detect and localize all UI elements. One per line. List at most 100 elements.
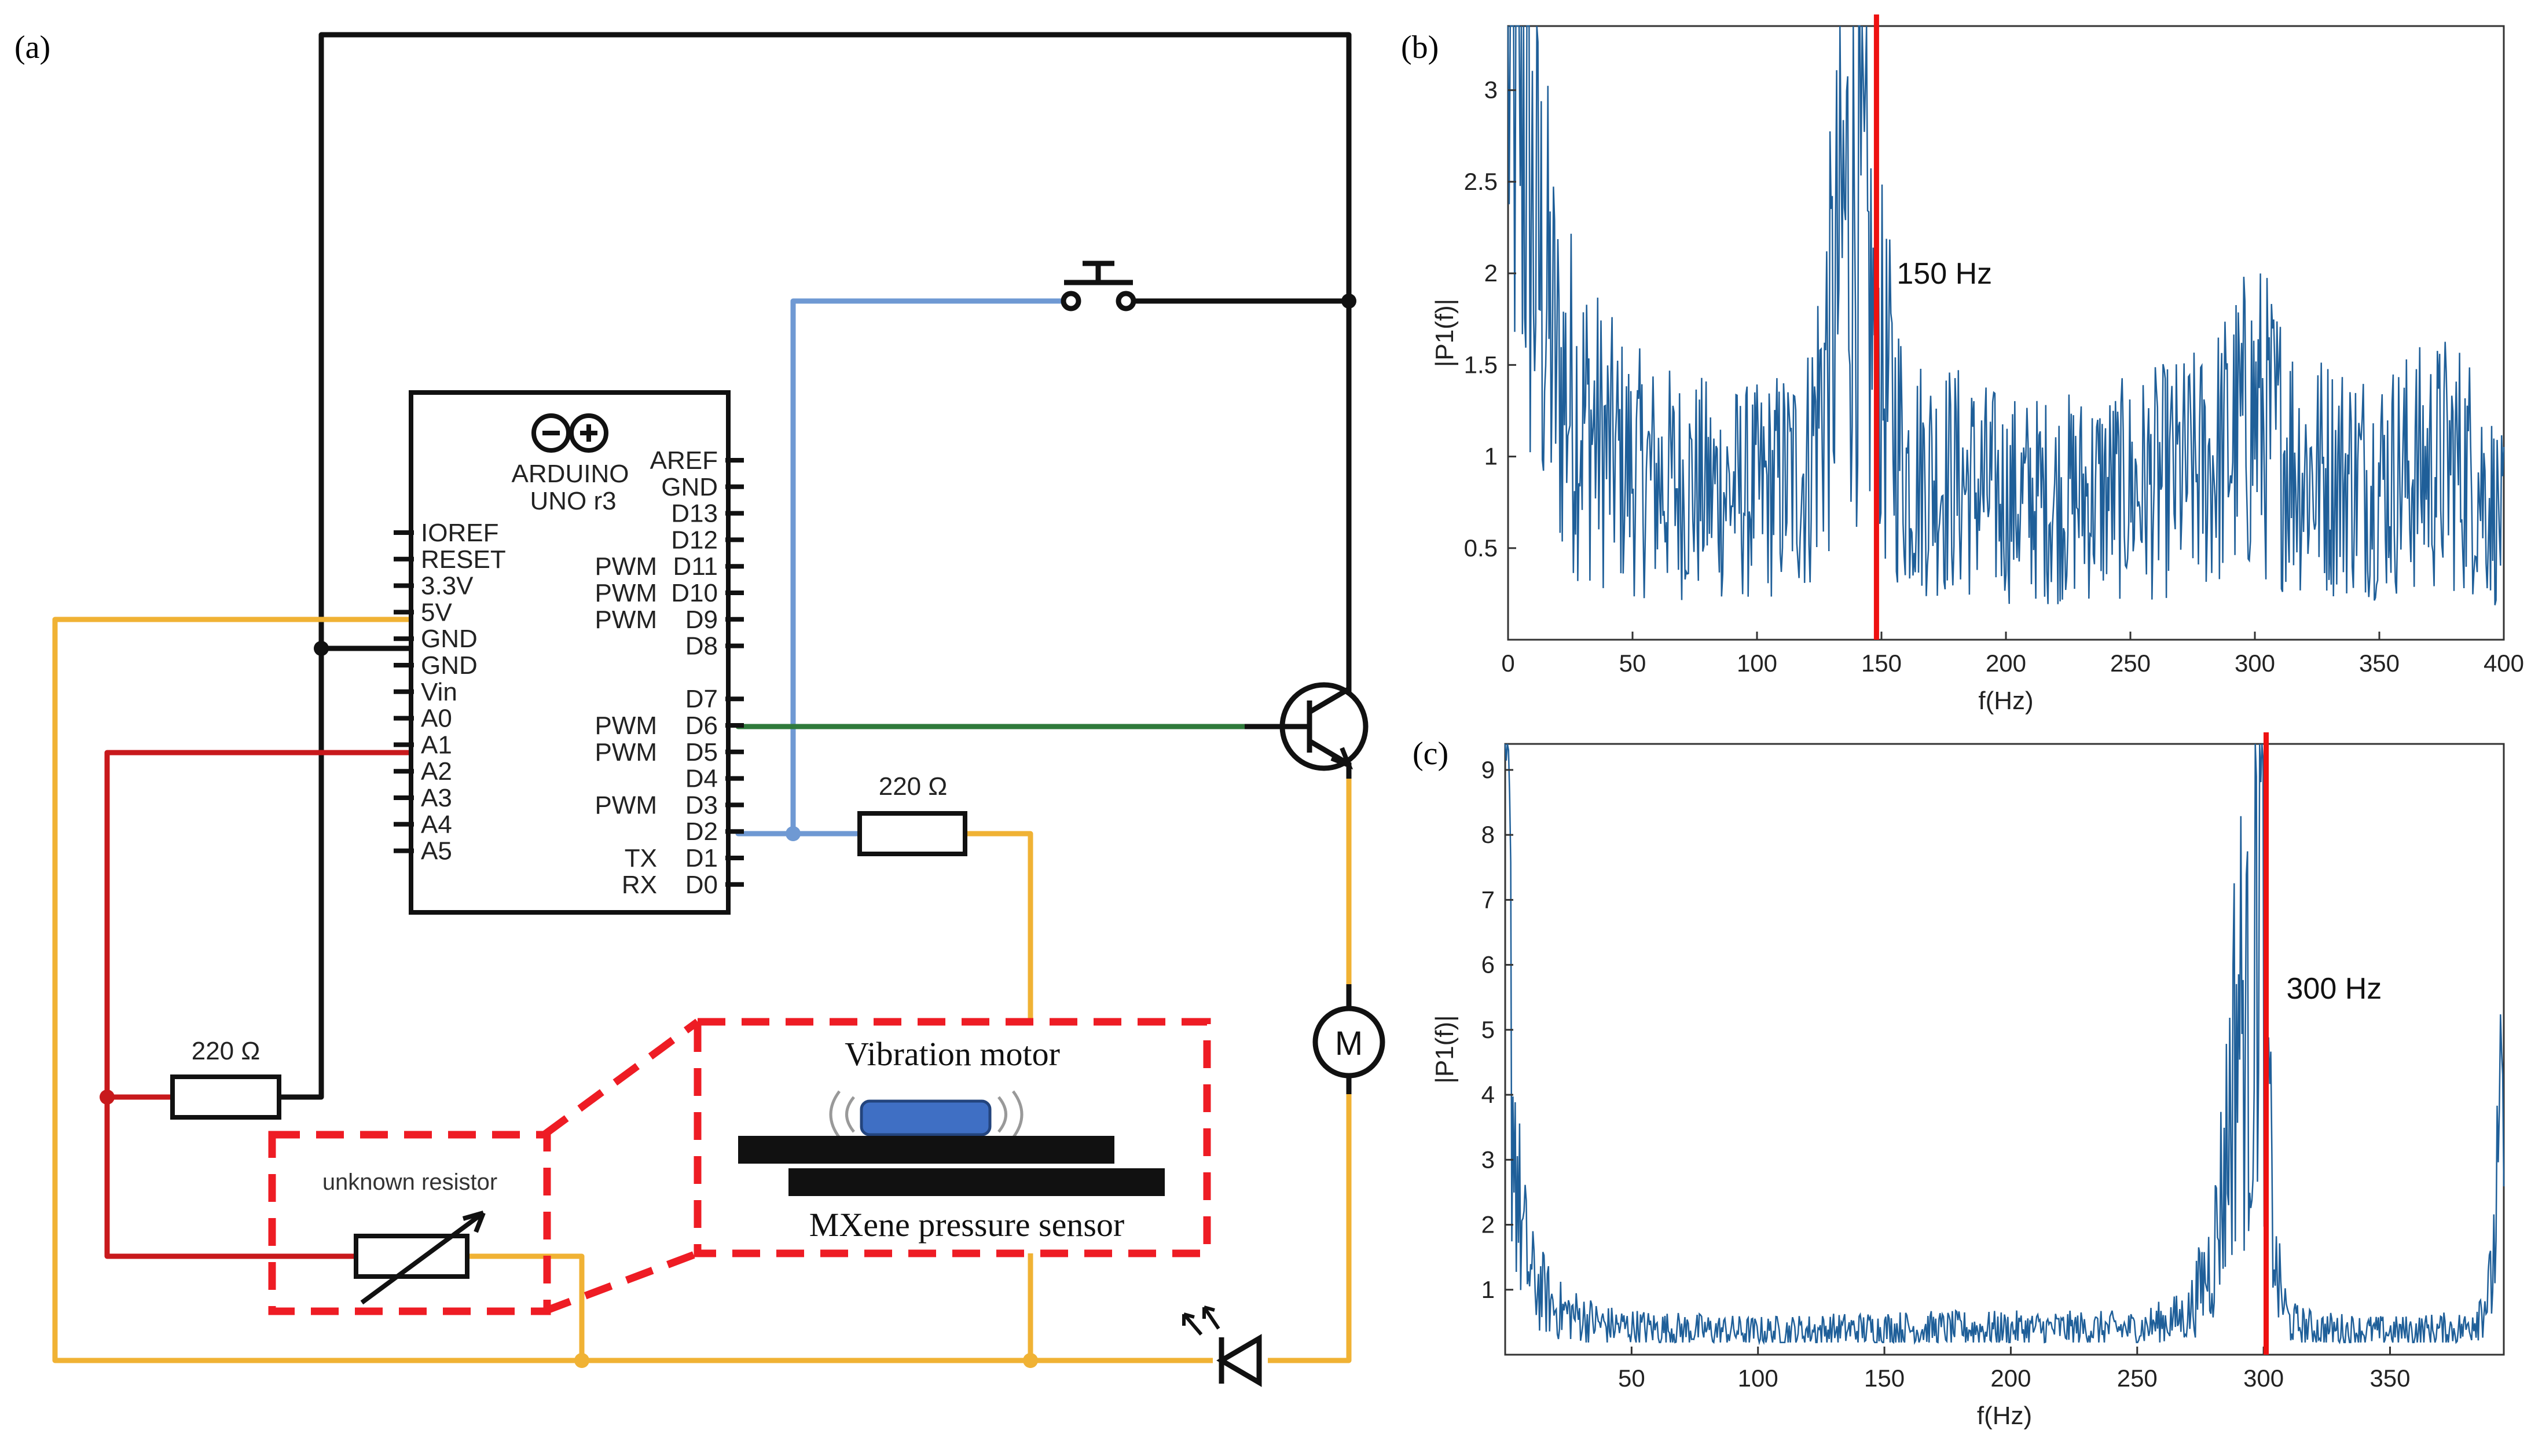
sensor-layer-top (738, 1136, 1114, 1164)
right-pin-label: D12 (671, 526, 718, 554)
left-pin-label: Vin (421, 678, 457, 706)
x-tick-label: 150 (1861, 650, 1902, 677)
motor-icon: M (1312, 984, 1385, 1094)
y-axis-label: |P1(f)| (1430, 299, 1459, 367)
plot-frame (1504, 743, 2505, 1356)
pin-function-label: TX (625, 844, 657, 872)
junction-dot (1023, 1353, 1038, 1368)
y-tick-label: 0.5 (1464, 534, 1498, 562)
right-pin-label: D0 (685, 871, 718, 899)
frequency-marker-label: 300 Hz (2286, 972, 2382, 1006)
left-pin-label: GND (421, 651, 478, 680)
sensor-layer-bottom (788, 1168, 1165, 1196)
y-tick-label: 2.5 (1464, 168, 1498, 195)
x-tick-label: 150 (1864, 1365, 1905, 1392)
x-tick-label: 250 (2110, 650, 2151, 677)
junction-dot (574, 1353, 589, 1368)
right-pin-label: D4 (685, 765, 718, 793)
wire-red-a0 (104, 750, 420, 1259)
x-tick-label: 350 (2359, 650, 2400, 677)
pin-function-label: PWM (595, 606, 657, 634)
x-tick-label: 50 (1619, 650, 1646, 677)
right-pin-label: D9 (685, 606, 718, 634)
right-pin-label: D11 (673, 552, 718, 581)
transistor-icon (1245, 660, 1369, 779)
junction-dot (1341, 294, 1356, 309)
x-tick-label: 300 (2235, 650, 2275, 677)
x-tick-label: 200 (1990, 1365, 2031, 1392)
x-tick-label: 100 (1738, 1365, 1778, 1392)
vibration-motor-block (860, 1099, 992, 1136)
pin-function-label: PWM (595, 791, 657, 819)
right-pin-label: D2 (685, 817, 718, 846)
pin-function-label: PWM (595, 738, 657, 766)
junction-dot (314, 641, 329, 656)
motor-label: M (1335, 1025, 1363, 1062)
left-pin-label: 3.3V (421, 572, 474, 600)
vibration-waves (829, 1090, 1024, 1139)
right-pin-label: D10 (671, 579, 718, 607)
right-pin-group: AREFGNDD13D12D11PWMD10PWMD9PWMD8D7D6PWMD… (595, 446, 744, 899)
resistor-d2-label: 220 Ω (879, 772, 948, 801)
x-tick-label: 300 (2243, 1365, 2284, 1392)
inset-title: Vibration motor (845, 1035, 1060, 1073)
left-pin-label: IOREF (421, 519, 498, 547)
pin-function-label: RX (622, 871, 657, 899)
x-axis-label: f(Hz) (1977, 1402, 2032, 1430)
left-pin-label: A5 (421, 837, 452, 865)
y-tick-label: 2 (1484, 259, 1498, 287)
panel-label-b: (b) (1401, 30, 1439, 65)
right-pin-label: D7 (685, 685, 718, 713)
left-pin-label: A4 (421, 810, 452, 839)
y-tick-label: 1 (1484, 443, 1498, 470)
right-pin-label: D1 (685, 844, 718, 872)
right-pin-label: GND (661, 473, 718, 501)
fft-series-line (1507, 25, 2505, 606)
y-tick-label: 3 (1484, 76, 1498, 104)
junction-dot (100, 1090, 115, 1105)
unknown-resistor: unknown resistor (268, 1131, 551, 1315)
y-tick-label: 9 (1481, 756, 1495, 783)
arduino-logo-icon (531, 413, 608, 453)
right-pin-label: D8 (685, 632, 718, 661)
wire-blue-switch (790, 298, 1068, 837)
y-tick-label: 1.5 (1464, 351, 1498, 378)
resistor-d2: 220 Ω (857, 772, 967, 856)
left-pin-label: 5V (421, 598, 452, 626)
y-tick-label: 1 (1481, 1276, 1495, 1303)
right-pin-label: D3 (685, 791, 718, 819)
x-tick-label: 0 (1501, 650, 1514, 677)
y-tick-label: 8 (1481, 821, 1495, 848)
pin-function-label: PWM (595, 712, 657, 740)
pin-function-label: PWM (595, 552, 657, 581)
y-tick-label: 5 (1481, 1016, 1495, 1043)
y-tick-label: 7 (1481, 886, 1495, 913)
inset-caption: MXene pressure sensor (809, 1206, 1124, 1244)
y-tick-label: 4 (1481, 1081, 1495, 1108)
wire-orange-5v (52, 617, 1352, 1363)
junction-dot (786, 826, 801, 841)
junction-dots (100, 294, 1356, 1368)
x-tick-label: 50 (1618, 1365, 1645, 1392)
x-axis-label: f(Hz) (1978, 687, 2033, 715)
arduino-board: ARDUINO UNO r3 IOREFRESET3.3V5VGNDGNDVin… (394, 390, 744, 915)
x-tick-label: 200 (1986, 650, 2026, 677)
x-tick-label: 400 (2484, 650, 2524, 677)
y-tick-label: 6 (1481, 951, 1495, 978)
frequency-marker-label: 150 Hz (1897, 257, 1992, 291)
right-pin-label: D13 (671, 500, 718, 528)
panel-label-c: (c) (1413, 736, 1448, 772)
left-pin-label: A2 (421, 757, 452, 786)
right-pin-label: AREF (650, 446, 718, 475)
left-pin-label: A0 (421, 705, 452, 733)
unknown-resistor-dashed-box (268, 1131, 551, 1315)
sensor-inset: Vibration motor MXene pressure sensor (694, 1018, 1211, 1257)
left-pin-label: A1 (421, 731, 452, 759)
unknown-resistor-label: unknown resistor (322, 1169, 497, 1195)
right-pin-label: D6 (685, 712, 718, 740)
circuit-wires (52, 32, 1352, 1363)
resistor-a0: 220 Ω (170, 1037, 281, 1120)
